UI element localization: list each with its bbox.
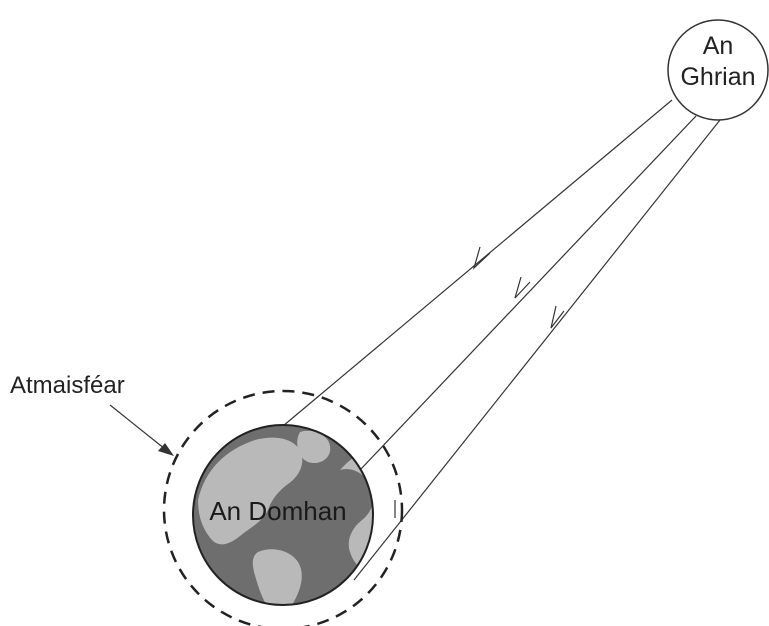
atmosphere-callout: Atmaisféar — [10, 372, 174, 456]
greenland-shape — [297, 430, 331, 464]
sun-ray-2-arrow-icon — [514, 276, 531, 299]
sun-rays — [282, 99, 721, 581]
atmosphere — [162, 389, 404, 626]
atmosphere-label: Atmaisféar — [10, 372, 125, 399]
sun-ray-2 — [359, 115, 697, 471]
earth-continents — [198, 430, 373, 605]
sun-ray-3-arrow-icon — [550, 305, 565, 329]
atmosphere-pointer — [109, 404, 171, 454]
earth-outline — [192, 424, 374, 606]
sun-label-line2: Ghrian — [680, 63, 755, 91]
sun-ray-3 — [353, 119, 721, 581]
north-america-shape — [198, 437, 303, 545]
sun-ray-1 — [282, 99, 673, 427]
sun: An Ghrian — [667, 19, 769, 121]
south-america-shape — [252, 549, 302, 605]
earth: An Domhan — [192, 424, 374, 606]
sun-ray-1-arrow-icon — [472, 246, 491, 270]
sun-label-line1: An — [703, 32, 734, 60]
sun-circle — [667, 19, 769, 121]
atmosphere-ring — [162, 389, 404, 626]
atmosphere-pointer-arrow-icon — [158, 443, 174, 456]
europe-africa-shape — [340, 440, 373, 600]
earth-label: An Domhan — [209, 496, 346, 526]
